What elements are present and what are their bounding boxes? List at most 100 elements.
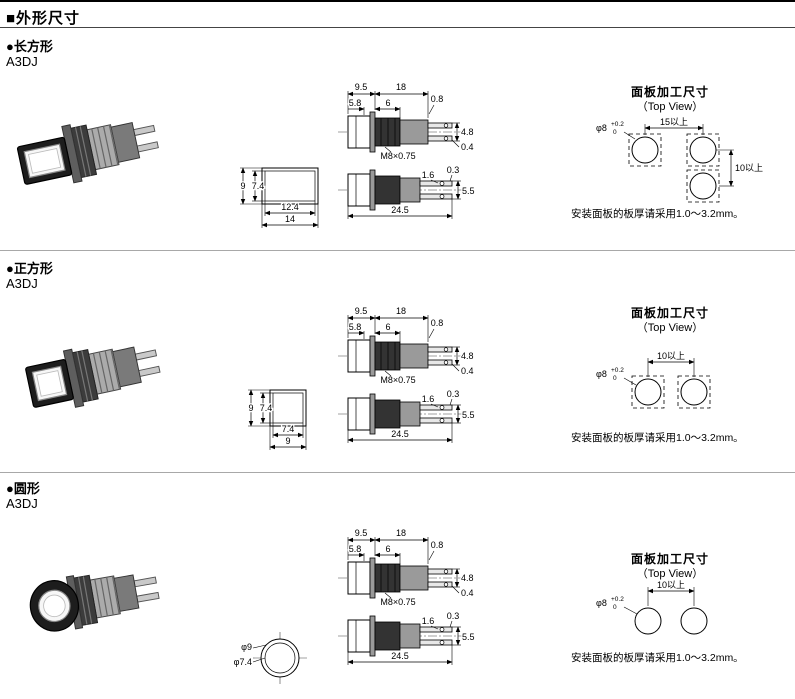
panel-hole-tolerance-upper: +0.2 [611,596,624,603]
dim-hole-pitch-horizontal: 15以上 [660,117,688,127]
section-rectangular: 9 7.4 12.4 14 [0,28,795,250]
dim-tip-offset: 0.3 [447,611,460,621]
side-view-top: 9.5 18 5.8 6 0.8 4.8 0.4 M8×0.75 [338,527,475,608]
front-view: 9 7.4 7.4 9 [247,389,307,450]
dim-inner-diameter: φ7.4 [234,657,252,667]
panel-cutout-subtitle: （Top View） [636,101,704,113]
dim-panel-gap: 0.8 [431,94,444,104]
side-view-bottom: 1.6 0.3 5.5 24.5 [338,610,476,665]
dim-terminal-thickness: 0.4 [461,588,474,598]
model-label: A3DJ [6,496,38,511]
dim-hole-offset: 1.6 [422,394,435,404]
dim-hole-pitch-vertical: 10以上 [735,163,763,173]
panel-thickness-note: 安装面板的板厚请采用1.0～3.2mm。 [571,432,744,444]
dim-front-depth: 9.5 [355,528,368,538]
section-divider [0,250,795,251]
dim-inner-width: 7.4 [282,424,295,434]
dim-hole-offset: 1.6 [422,616,435,626]
switch-illustration [29,574,160,632]
panel-cutout-drawing: φ8 +0.2 0 10以上 [595,579,708,635]
mounting-hole [634,607,662,635]
page-title: ■外形尺寸 [6,10,81,27]
terminal-pin [133,349,158,361]
dim-terminal-height: 5.5 [462,632,475,642]
top-rule [0,0,795,2]
panel-hole-tolerance-lower: 0 [613,375,617,382]
model-label: A3DJ [6,276,38,291]
thread-spec-label: M8×0.75 [380,597,415,607]
dim-body-length: 18 [396,82,406,92]
dim-inner-height: 7.4 [252,181,265,191]
dim-front-depth: 9.5 [355,306,368,316]
panel-hole-label: φ8 [596,369,607,379]
model-label: A3DJ [6,54,38,69]
dim-outer-width: 9 [285,436,290,446]
panel-cutout-subtitle: （Top View） [636,568,704,580]
title-rule [0,27,795,28]
switch-illustration [25,346,161,408]
dim-inner-width: 12.4 [281,202,299,212]
dim-body-length: 18 [396,306,406,316]
side-view-top: 9.5 18 5.8 6 0.8 4.8 0.4 M8×0.75 [338,81,475,162]
panel-hole-tolerance-upper: +0.2 [611,367,624,374]
dim-total-length: 24.5 [391,205,409,215]
panel-cutout-drawing: φ8 +0.2 0 15以上 10以上 [595,116,764,203]
dim-hole-pitch-horizontal: 10以上 [657,351,685,361]
front-view: φ9 φ7.4 [232,632,307,684]
side-view-bottom: 1.6 0.3 5.5 24.5 [338,388,476,443]
panel-cutout-title: 面板加工尺寸 [630,85,709,99]
panel-hole-label: φ8 [596,123,607,133]
mounting-hole [634,378,662,406]
front-view: 9 7.4 12.4 14 [239,167,319,228]
section-round: φ9 φ7.4 [0,474,795,699]
panel-thickness-note: 安装面板的板厚请采用1.0～3.2mm。 [571,208,744,220]
switch-illustration [16,122,159,185]
mounting-hole [680,607,708,635]
side-view-bottom: 1.6 0.3 5.5 24.5 [338,164,476,219]
panel-cutout-title: 面板加工尺寸 [630,552,709,566]
dim-hole-offset: 1.6 [422,170,435,180]
mounting-hole [680,378,708,406]
panel-hole-label: φ8 [596,598,607,608]
dim-tip-offset: 0.3 [447,389,460,399]
panel-cutout-drawing: φ8 +0.2 0 10以上 [595,350,711,409]
mounting-hole [689,172,717,200]
dim-panel-gap-front: 6 [385,544,390,554]
dim-tip-offset: 0.3 [447,165,460,175]
dim-panel-gap-front: 6 [385,322,390,332]
dim-terminal-thickness: 0.4 [461,366,474,376]
terminal-pin [135,141,159,153]
mounting-hole [631,136,659,164]
dimension-drawings-round: φ9 φ7.4 [29,527,708,684]
dim-terminal-height: 5.5 [462,186,475,196]
shape-label: ●圆形 [6,481,40,496]
shape-label: ●正方形 [6,261,53,276]
panel-hole-tolerance-lower: 0 [613,604,617,611]
dim-outer-height: 9 [248,403,253,413]
side-view-top: 9.5 18 5.8 6 0.8 4.8 0.4 M8×0.75 [338,305,475,386]
panel-thickness-note: 安装面板的板厚请采用1.0～3.2mm。 [571,652,744,664]
dim-hole-pitch-horizontal: 10以上 [657,580,685,590]
panel-hole-tolerance-lower: 0 [613,129,617,136]
terminal-pin [136,591,160,603]
thread-spec-label: M8×0.75 [380,151,415,161]
dim-panel-gap: 0.8 [431,318,444,328]
dim-terminal-span: 4.8 [461,351,474,361]
dim-terminal-span: 4.8 [461,573,474,583]
dim-terminal-height: 5.5 [462,410,475,420]
section-square: 9 7.4 7.4 9 [0,252,795,472]
dim-total-length: 24.5 [391,429,409,439]
dim-panel-gap-front: 6 [385,98,390,108]
dim-panel-gap: 0.8 [431,540,444,550]
dim-outer-width: 14 [285,214,295,224]
shape-label: ●长方形 [6,39,53,54]
section-divider [0,472,795,473]
panel-hole-tolerance-upper: +0.2 [611,121,624,128]
dimension-drawings-square: 9 7.4 7.4 9 [25,305,711,450]
dim-terminal-span: 4.8 [461,127,474,137]
dim-front-depth: 9.5 [355,82,368,92]
terminal-pin [137,365,161,378]
panel-cutout-title: 面板加工尺寸 [630,306,709,320]
terminal-pin [131,124,156,137]
